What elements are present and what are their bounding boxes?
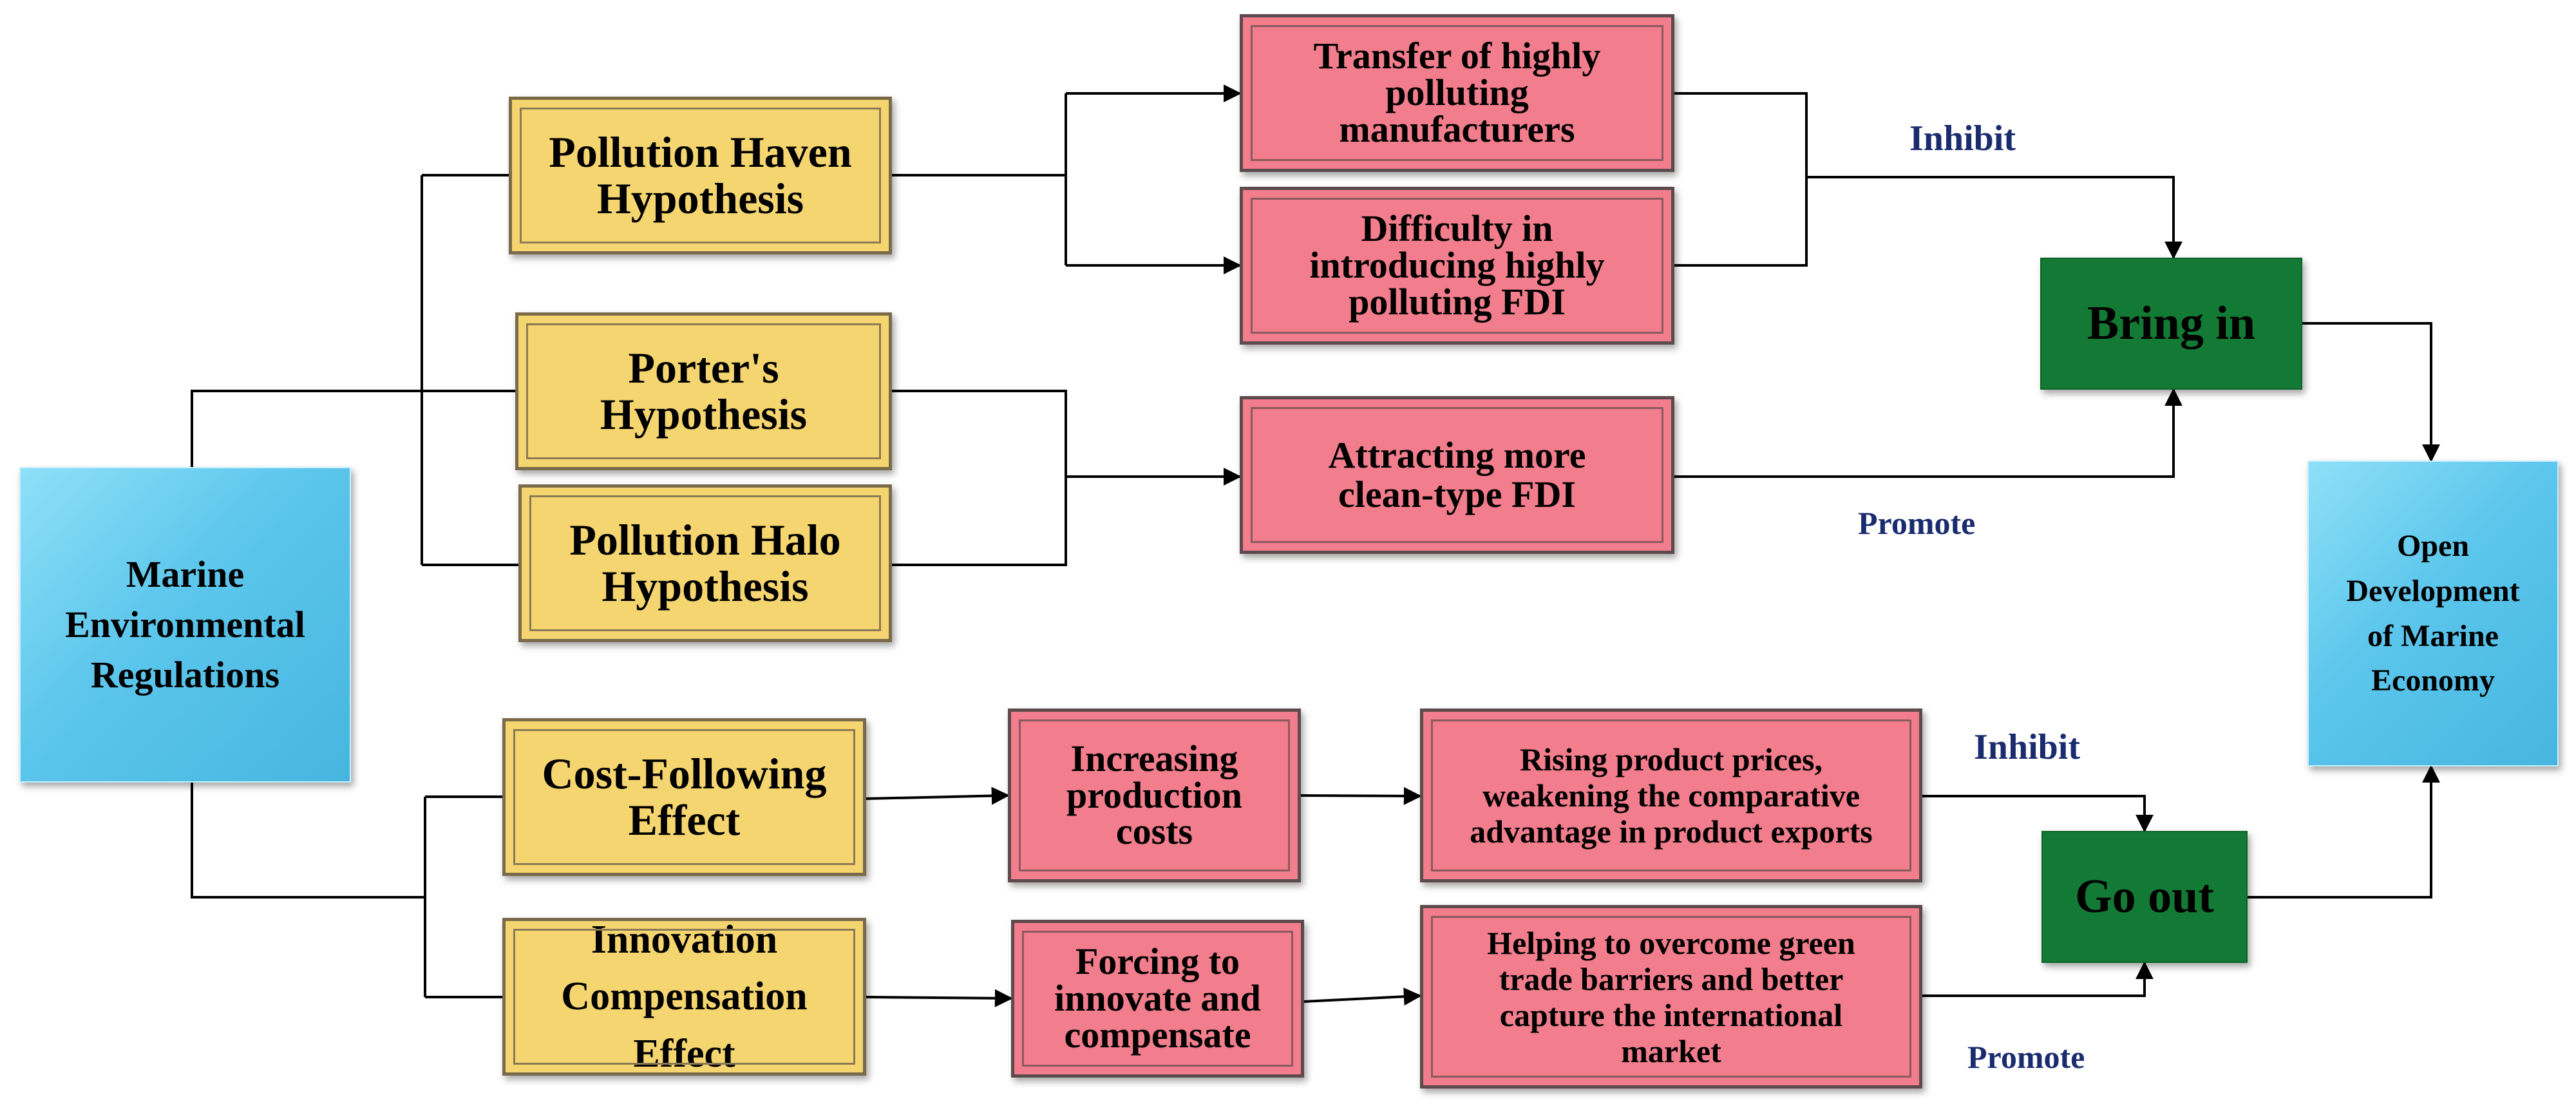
box-text-line: trade barriers and better — [1499, 960, 1844, 997]
box-text-line: Economy — [2371, 663, 2495, 698]
edge-inhibit-go-out — [1922, 795, 2154, 833]
box-text-line: Pollution Haven — [549, 128, 852, 177]
box-text-line: Difficulty in — [1361, 207, 1553, 250]
edge-forcing-to-helping — [1303, 987, 1422, 1006]
box-text-line: Hypothesis — [601, 561, 809, 611]
edge-porter-right — [892, 390, 1067, 566]
box-text-line: introducing highly — [1309, 244, 1605, 287]
edge-promote-go-out — [1922, 961, 2154, 997]
edge-inhibit-bring-in — [1806, 176, 2183, 260]
difficulty-introducing-fdi-box: Difficulty in introducing highly polluti… — [1240, 187, 1674, 345]
box-text-line: Effect — [628, 795, 741, 844]
box-text-line: clean-type FDI — [1338, 473, 1576, 515]
box-text-line: production — [1066, 774, 1242, 816]
bring-in-box: Bring in — [2040, 258, 2302, 390]
box-text-line: Hypothesis — [600, 389, 808, 439]
box-text-line: Open — [2396, 529, 2470, 564]
go-out-box: Go out — [2041, 831, 2248, 963]
go-out-label: Go out — [2075, 870, 2214, 923]
innovation-compensation-effect-box: Innovation Compensation Effect — [502, 918, 866, 1076]
box-text-line: Regulations — [90, 654, 280, 696]
box-text-line: capture the international — [1499, 996, 1843, 1033]
box-text-line: polluting — [1385, 71, 1529, 114]
box-text-line: compensate — [1064, 1013, 1251, 1056]
bring-in-label: Bring in — [2087, 296, 2256, 350]
cost-following-effect-box: Cost-Following Effect — [502, 718, 866, 876]
box-text-line: costs — [1115, 810, 1193, 853]
inhibit-label-top: Inhibit — [1909, 119, 2016, 158]
rising-product-prices-box: Rising product prices, weakening the com… — [1420, 709, 1922, 882]
inhibit-label-bottom: Inhibit — [1974, 727, 2080, 767]
box-text-line: Rising product prices, — [1520, 741, 1823, 777]
pollution-halo-hypothesis-box: Pollution Halo Hypothesis — [518, 484, 892, 642]
edge-cost-to-increasing — [866, 786, 1010, 805]
box-text-line: innovate and — [1054, 977, 1261, 1020]
box-text-line: Forcing to — [1075, 940, 1240, 983]
box-text-line: of Marine — [2367, 618, 2499, 653]
box-text-line: Hypothesis — [596, 173, 804, 223]
box-text-line: polluting FDI — [1349, 280, 1566, 323]
box-text-line: weakening the comparative — [1482, 777, 1861, 813]
helping-overcome-barriers-box: Helping to overcome green trade barriers… — [1420, 905, 1922, 1089]
box-text-line: Porter's — [628, 343, 779, 393]
box-text-line: advantage in product exports — [1470, 813, 1873, 850]
edge-marine-trunk-bottom — [191, 783, 425, 899]
box-text-line: Marine — [126, 553, 245, 595]
increasing-production-costs-box: Increasing production costs — [1008, 709, 1301, 882]
forcing-innovate-compensate-box: Forcing to innovate and compensate — [1011, 920, 1304, 1078]
box-text-line: Increasing — [1070, 737, 1238, 779]
edge-bring-in-to-open — [2302, 322, 2440, 462]
open-development-box: Open Development of Marine Economy — [2307, 461, 2559, 766]
box-text-line: manufacturers — [1339, 108, 1575, 150]
edge-innov-to-forcing — [866, 989, 1013, 1007]
edge-promote-bring-in — [1674, 388, 2183, 478]
box-text-line: Transfer of highly — [1313, 35, 1601, 77]
box-text-line: market — [1621, 1032, 1721, 1069]
edge-increasing-to-rising — [1300, 786, 1422, 805]
box-text-line: Environmental — [65, 603, 305, 645]
box-text-line: Effect — [633, 1031, 735, 1076]
box-text-line: Attracting more — [1328, 433, 1586, 476]
promote-label-bottom: Promote — [1967, 1039, 2085, 1075]
marine-environmental-regulations-box: Marine Environmental Regulations — [19, 467, 351, 783]
box-text-line: Innovation — [591, 918, 778, 962]
promote-label-top: Promote — [1858, 505, 1976, 541]
edge-marine-trunk-top — [191, 390, 422, 467]
box-text-line: Compensation — [561, 975, 808, 1019]
box-text-line: Helping to overcome green — [1487, 924, 1855, 961]
attracting-clean-fdi-box: Attracting more clean-type FDI — [1240, 396, 1674, 554]
box-text-line: Pollution Halo — [569, 515, 841, 565]
edge-go-out-to-open — [2248, 765, 2440, 899]
box-text-line: Cost-Following — [542, 749, 827, 799]
pollution-haven-hypothesis-box: Pollution Haven Hypothesis — [509, 97, 892, 254]
box-text-line: Development — [2346, 573, 2520, 608]
transfer-polluting-manufacturers-box: Transfer of highly polluting manufacture… — [1240, 14, 1674, 172]
edge-transfer-bracket — [1674, 92, 1808, 267]
porters-hypothesis-box: Porter's Hypothesis — [515, 312, 892, 470]
